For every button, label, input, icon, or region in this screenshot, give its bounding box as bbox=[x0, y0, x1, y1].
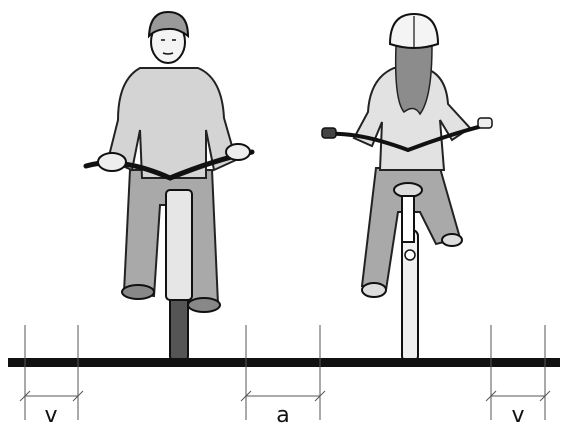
right-hand bbox=[226, 144, 250, 160]
road-line bbox=[8, 358, 560, 367]
left-shoe bbox=[122, 285, 154, 299]
rear-reflector bbox=[405, 250, 415, 260]
cyclist-rear-view bbox=[322, 14, 492, 362]
dim-label-middle: a bbox=[276, 403, 289, 428]
dim-label-left: v bbox=[44, 403, 57, 428]
right-shoe bbox=[188, 298, 220, 312]
cyclist-front-view bbox=[86, 12, 252, 362]
left-hand bbox=[98, 153, 126, 171]
right-shoe-rear bbox=[442, 234, 462, 246]
right-grip bbox=[478, 118, 492, 128]
dim-label-right: v bbox=[511, 403, 524, 428]
front-fork bbox=[166, 190, 192, 300]
left-shoe-rear bbox=[362, 283, 386, 297]
seat-post bbox=[402, 196, 414, 242]
left-grip bbox=[322, 128, 336, 138]
saddle bbox=[394, 183, 422, 197]
